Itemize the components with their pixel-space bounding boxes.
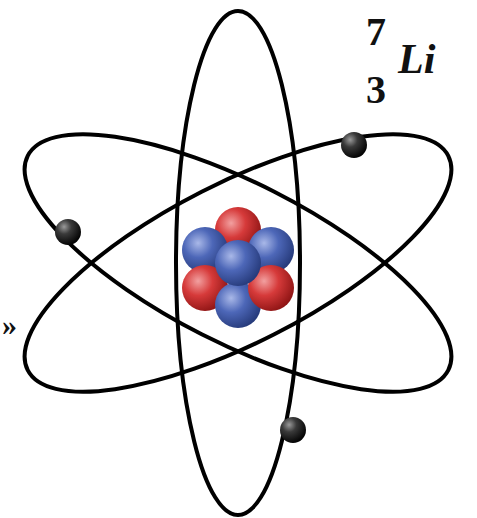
edge-mark: »: [2, 310, 17, 340]
atomic-number: 3: [366, 70, 386, 110]
nucleus: [182, 207, 294, 328]
electrons: [55, 132, 367, 443]
electron-orbits: [0, 11, 477, 515]
element-symbol: Li: [398, 38, 435, 80]
mass-number: 7: [366, 12, 386, 52]
